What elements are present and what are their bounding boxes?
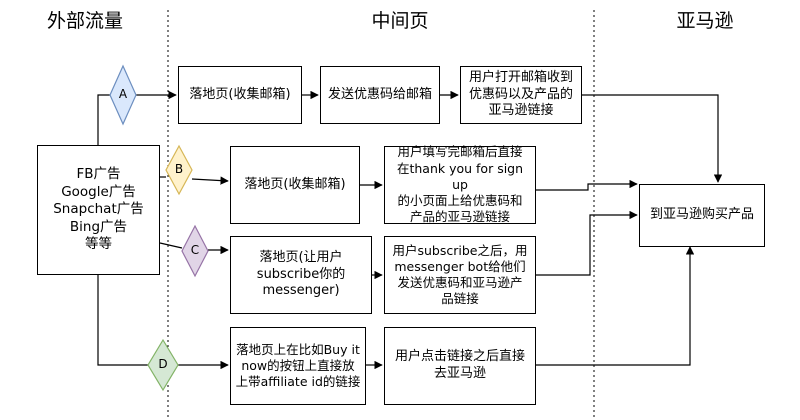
connector-source-to-d bbox=[97, 275, 148, 366]
path-c-step1: 落地页(让用户 subscribe你的 messenger) bbox=[230, 236, 372, 314]
path-b-step2: 用户填写完邮箱后直接 在thank you for sign up 的小页面上给… bbox=[384, 144, 536, 224]
column-header-external: 外部流量 bbox=[46, 10, 123, 32]
arrow-b-to-target bbox=[536, 179, 638, 191]
diamond-d-icon bbox=[147, 338, 179, 392]
arrow-b-to-landing bbox=[191, 176, 229, 185]
connector-source-to-c bbox=[159, 242, 183, 249]
path-d-step1: 落地页上在比如Buy it now的按钮上直接放 上带affiliate id的… bbox=[230, 327, 366, 405]
traffic-source-text: FB广告 Google广告 Snapchat广告 Bing广告 等等 bbox=[53, 166, 144, 253]
traffic-source-box: FB广告 Google广告 Snapchat广告 Bing广告 等等 bbox=[37, 145, 160, 275]
connector-source-to-a bbox=[97, 94, 110, 145]
arrow-a-to-target bbox=[582, 94, 723, 183]
diamond-a-label: A bbox=[118, 87, 128, 101]
path-b-step1: 落地页(收集邮箱) bbox=[230, 146, 360, 224]
path-d-step2: 用户点击链接之后直接 去亚马逊 bbox=[384, 327, 536, 405]
column-header-middle: 中间页 bbox=[371, 10, 429, 32]
diamond-d-label: D bbox=[158, 357, 168, 371]
path-a-step1: 落地页(收集邮箱) bbox=[178, 66, 302, 124]
column-header-amazon: 亚马逊 bbox=[676, 10, 734, 32]
path-c-step2: 用户subscribe之后，用 messenger bot给他们 发送优惠码和亚… bbox=[384, 236, 536, 314]
diamond-c-icon bbox=[181, 224, 209, 278]
path-a-step3: 用户打开邮箱收到 优惠码以及产品的 亚马逊链接 bbox=[460, 66, 582, 124]
amazon-purchase-box: 到亚马逊购买产品 bbox=[639, 184, 765, 247]
path-a-step2: 发送优惠码给邮箱 bbox=[320, 66, 440, 124]
arrow-d-to-target bbox=[536, 246, 695, 366]
diamond-c-label: C bbox=[190, 243, 200, 257]
arrow-c-to-target bbox=[536, 210, 638, 276]
diamond-b-label: B bbox=[174, 162, 184, 176]
diamond-a-icon bbox=[109, 64, 137, 126]
diamond-b-icon bbox=[165, 144, 193, 196]
